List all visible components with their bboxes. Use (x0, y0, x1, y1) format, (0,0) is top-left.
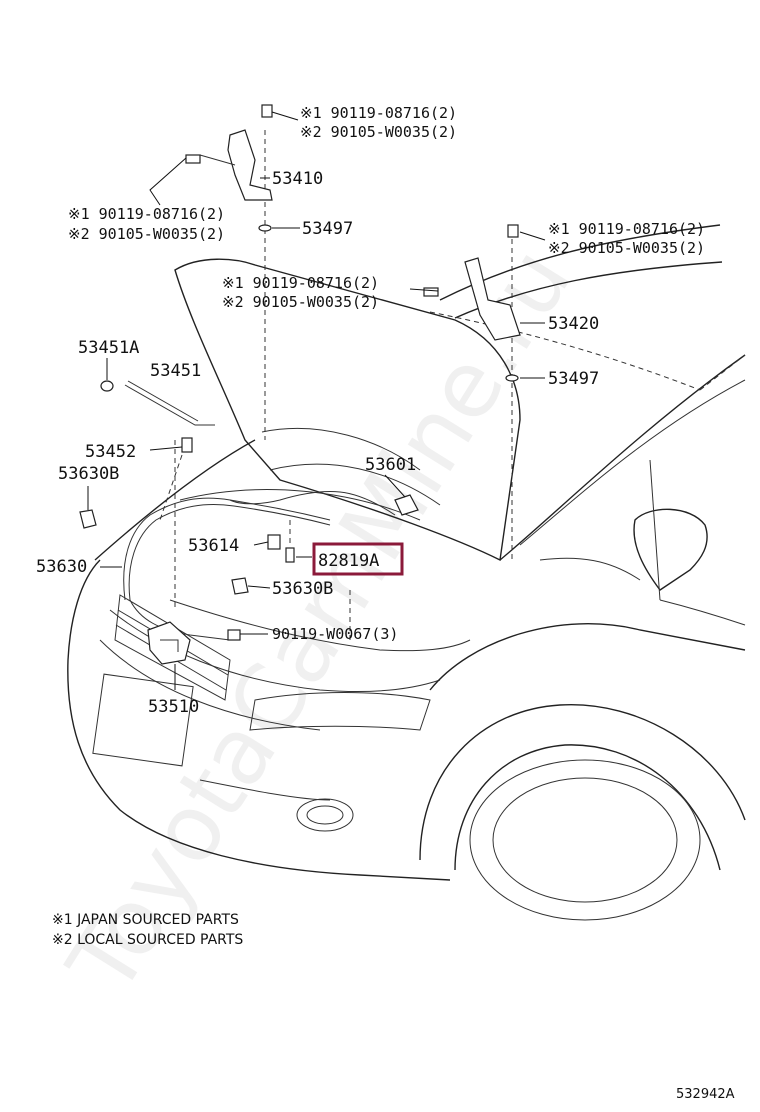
callout-53452[interactable]: 53452 (85, 442, 136, 462)
callout-53451A[interactable]: 53451A (78, 338, 139, 358)
callout-82819A[interactable]: 82819A (318, 551, 379, 571)
callout-53410[interactable]: 53410 (272, 169, 323, 189)
callout-t2b[interactable]: ※2 90105-W0035(2) (68, 225, 225, 243)
callout-53451[interactable]: 53451 (150, 361, 201, 381)
callout-90119-W0067[interactable]: 90119-W0067(3) (272, 625, 398, 643)
callout-53420[interactable]: 53420 (548, 314, 599, 334)
callout-t4b[interactable]: ※2 90105-W0035(2) (548, 239, 705, 257)
legend-notes: ※1 JAPAN SOURCED PARTS ※2 LOCAL SOURCED … (52, 912, 243, 948)
components (79, 104, 521, 665)
callout-53630[interactable]: 53630 (36, 557, 87, 577)
callout-t1b[interactable]: ※2 90105-W0035(2) (300, 123, 457, 141)
callout-labels: ※1 90119-08716(2) ※2 90105-W0035(2) 5341… (36, 104, 705, 717)
leader-lines (87, 111, 546, 690)
callout-t2a[interactable]: ※1 90119-08716(2) (68, 205, 225, 223)
highlight-box-82819A (312, 542, 404, 576)
callout-53630B-upper[interactable]: 53630B (58, 464, 119, 484)
note-japan-sourced: ※1 JAPAN SOURCED PARTS (52, 912, 239, 928)
reference-lines (159, 130, 513, 640)
callout-t3a[interactable]: ※1 90119-08716(2) (222, 274, 379, 292)
callout-53601[interactable]: 53601 (365, 455, 416, 475)
callout-t3b[interactable]: ※2 90105-W0035(2) (222, 293, 379, 311)
callout-53614[interactable]: 53614 (188, 536, 239, 556)
cable-routing (123, 380, 396, 641)
callout-53497-right[interactable]: 53497 (548, 369, 599, 389)
callout-53497-left[interactable]: 53497 (302, 219, 353, 239)
note-local-sourced: ※2 LOCAL SOURCED PARTS (52, 932, 243, 948)
diagram-code: 532942A (676, 1087, 735, 1102)
callout-t1a[interactable]: ※1 90119-08716(2) (300, 104, 457, 122)
callout-53630B-lower[interactable]: 53630B (272, 579, 333, 599)
callout-53510[interactable]: 53510 (148, 697, 199, 717)
callout-t4a[interactable]: ※1 90119-08716(2) (548, 220, 705, 238)
